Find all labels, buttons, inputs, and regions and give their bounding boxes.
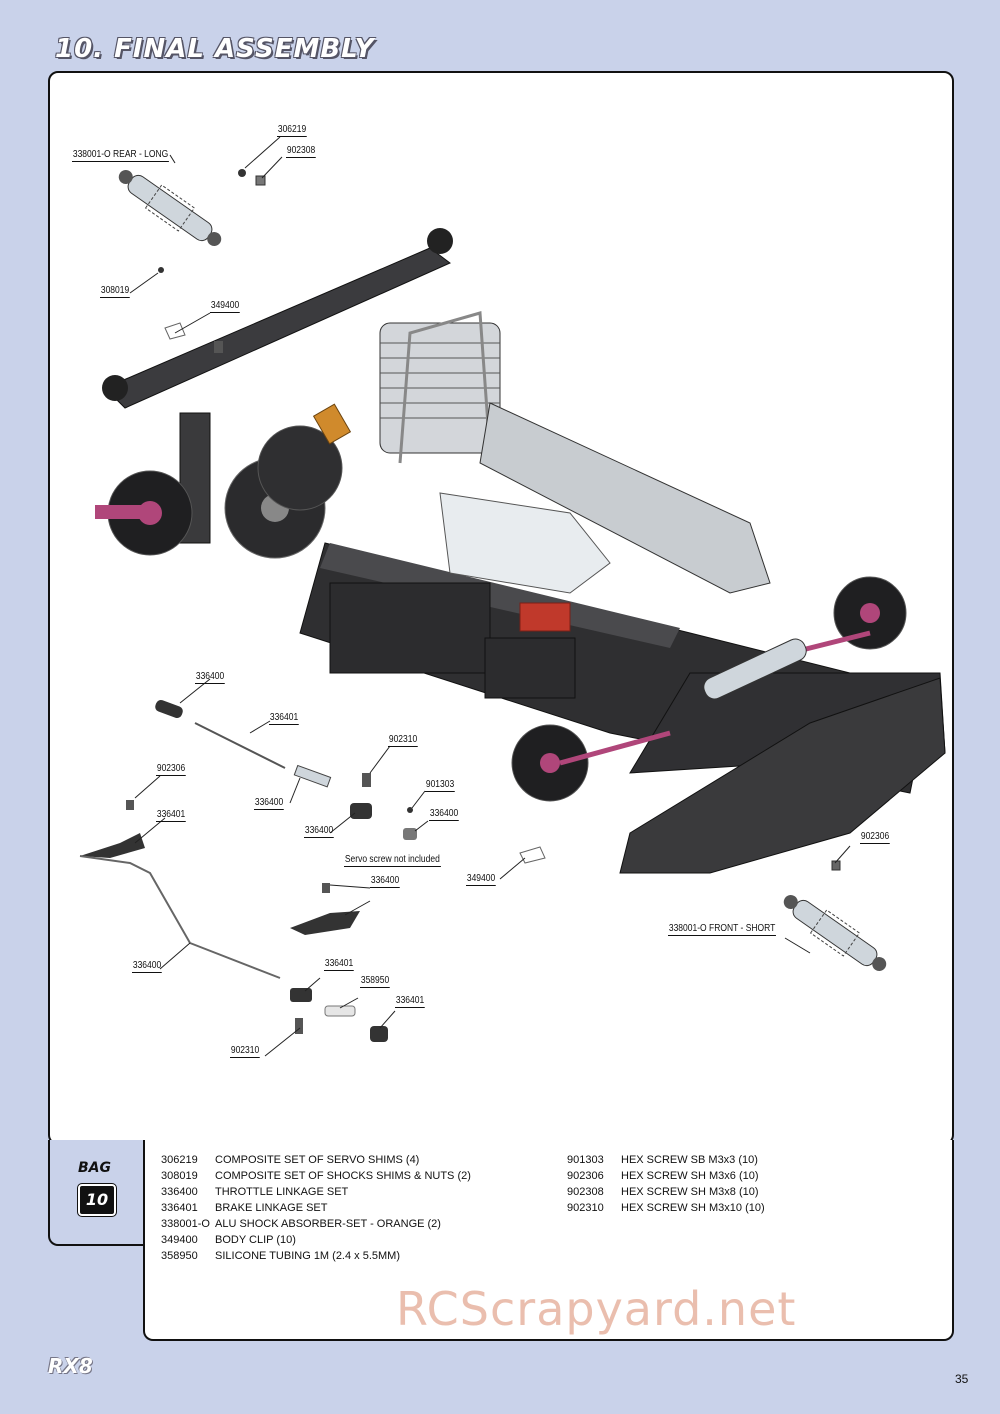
callout-336400-c: 336400 (429, 808, 460, 821)
bag-tab: BAG 10 (48, 1140, 150, 1246)
assembly-diagram-panel: 338001-O REAR - LONG 306219 902308 30801… (48, 71, 954, 1145)
servo-screw-note: Servo screw not included (344, 854, 441, 867)
exploded-assembly-illustration (79, 136, 946, 1057)
rx8-logo: RX8 (48, 1354, 93, 1378)
page-number: 35 (955, 1372, 969, 1386)
bag-number-badge: 10 (77, 1183, 117, 1217)
callout-rear-shock: 338001-O REAR - LONG (72, 149, 170, 162)
callout-336401-a: 336401 (269, 712, 300, 725)
callout-336400-e: 336400 (370, 875, 401, 888)
front-shock-illustration (783, 895, 887, 971)
callout-front-shock: 338001-O FRONT - SHORT (668, 923, 777, 936)
callout-336400-a: 336400 (195, 671, 226, 684)
callout-902308: 902308 (286, 145, 317, 158)
callout-336400-b: 336400 (254, 797, 285, 810)
page-title: 10. FINAL ASSEMBLY (55, 34, 375, 64)
callout-901303: 901303 (425, 779, 456, 792)
callout-336400-d: 336400 (304, 825, 335, 838)
callout-306219: 306219 (277, 124, 308, 137)
bag-label: BAG (78, 1160, 111, 1176)
callout-358950: 358950 (360, 975, 391, 988)
callout-902310-b: 902310 (230, 1045, 261, 1058)
callout-308019: 308019 (100, 285, 131, 298)
callout-336400-f: 336400 (132, 960, 163, 973)
rear-shock-illustration (118, 170, 222, 246)
callout-902306-b: 902306 (860, 831, 891, 844)
callout-349400-top: 349400 (210, 300, 241, 313)
callout-336401-b: 336401 (156, 809, 187, 822)
watermark: RCScrapyard.net (396, 1282, 797, 1336)
callout-902310-a: 902310 (388, 734, 419, 747)
callout-902306-a: 902306 (156, 763, 187, 776)
callout-349400-mid: 349400 (466, 873, 497, 886)
callout-336401-d: 336401 (395, 995, 426, 1008)
callout-336401-c: 336401 (324, 958, 355, 971)
